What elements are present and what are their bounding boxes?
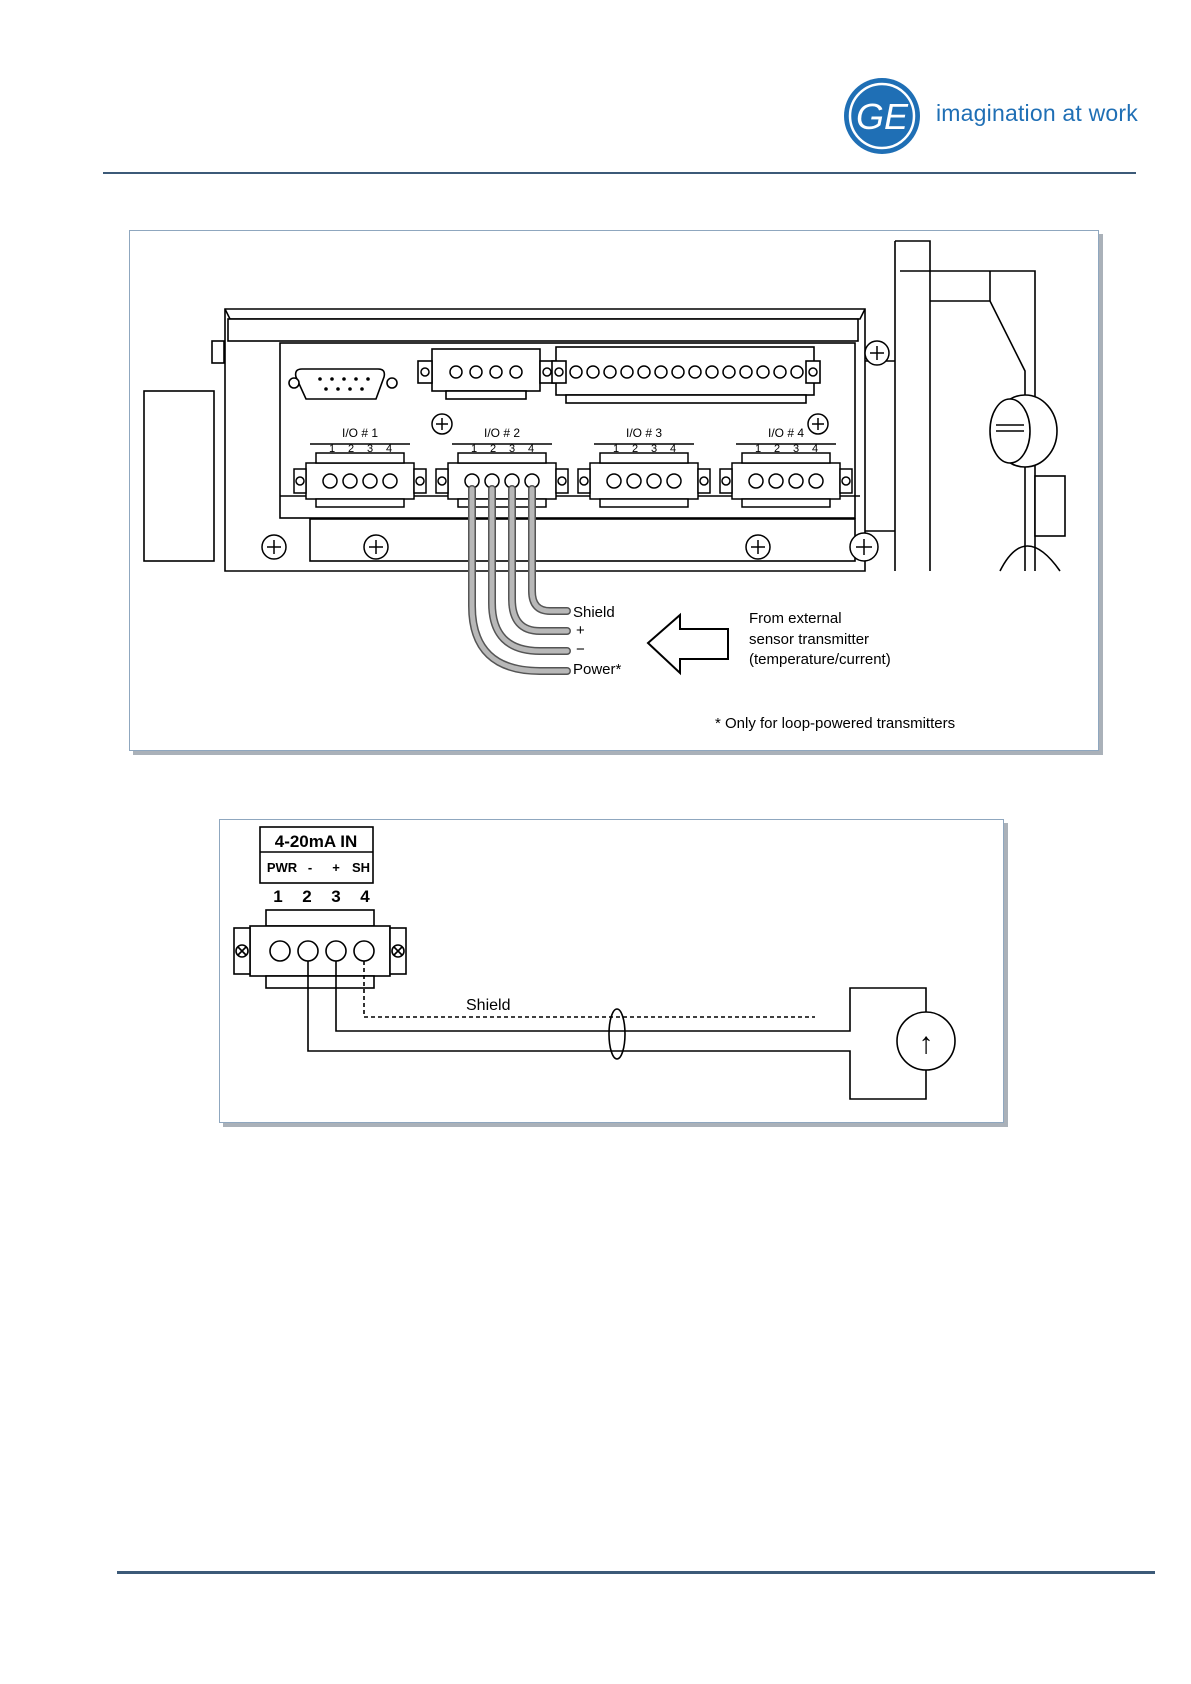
pin-number-3: 3: [331, 887, 340, 906]
connector-title: 4-20mA IN: [275, 832, 358, 851]
pin-function-plus: +: [332, 860, 340, 875]
screw-2: [808, 414, 828, 434]
pin-number-2: 2: [302, 887, 311, 906]
source-line-3: (temperature/current): [749, 651, 891, 668]
screw-4: [364, 535, 388, 559]
io2-pin-4: 4: [528, 443, 534, 455]
pin-function-minus: -: [308, 860, 312, 875]
up-arrow-icon: ↑: [919, 1027, 934, 1060]
io-label-1: I/O # 1: [342, 426, 378, 440]
wire-label-plus: +: [576, 622, 585, 639]
io4-pin-2: 2: [774, 443, 780, 455]
io1-pin-3: 3: [367, 443, 373, 455]
screw-7: [865, 341, 889, 365]
loop-wire-pin2: [308, 961, 926, 1099]
screw-5: [746, 535, 770, 559]
io2-pin-1: 1: [471, 443, 477, 455]
io4-pin-3: 3: [793, 443, 799, 455]
io4-pin-1: 1: [755, 443, 761, 455]
io-label-4: I/O # 4: [768, 426, 804, 440]
left-arrow-icon: [648, 615, 728, 673]
io3-pin-1: 1: [613, 443, 619, 455]
io2-pin-3: 3: [509, 443, 515, 455]
pin-number-1: 1: [273, 887, 282, 906]
ge-monogram: GE: [856, 96, 909, 137]
io2-pin-2: 2: [490, 443, 496, 455]
source-line-1: From external: [749, 610, 842, 627]
loop-wire-pin3: [336, 961, 926, 1031]
wire-label-minus: −: [576, 641, 585, 658]
shield-wire: [364, 961, 815, 1017]
brand-tagline: imagination at work: [936, 100, 1138, 127]
io3-pin-3: 3: [651, 443, 657, 455]
io-label-2: I/O # 2: [484, 426, 520, 440]
screw-1: [432, 414, 452, 434]
header-rule: [103, 172, 1136, 174]
terminal-connector: [234, 910, 406, 988]
io3-pin-2: 2: [632, 443, 638, 455]
current-loop-schematic: 4-20mA IN PWR - + SH 1 2 3 4: [219, 819, 1004, 1123]
io4-pin-4: 4: [812, 443, 818, 455]
wire-label-power: Power*: [573, 661, 622, 678]
io1-pin-4: 4: [386, 443, 392, 455]
pin-function-sh: SH: [352, 860, 370, 875]
wire-label-shield: Shield: [573, 604, 615, 621]
io1-pin-1: 1: [329, 443, 335, 455]
io-wiring-figure: I/O # 1 I/O # 2 I/O # 3 I/O # 4 1 2 3 4 …: [129, 230, 1099, 751]
footnote: * Only for loop-powered transmitters: [715, 715, 955, 732]
pin-function-pwr: PWR: [267, 860, 298, 875]
screw-6: [850, 533, 878, 561]
source-line-2: sensor transmitter: [749, 631, 869, 648]
io1-pin-2: 2: [348, 443, 354, 455]
io-label-3: I/O # 3: [626, 426, 662, 440]
pin-number-4: 4: [360, 887, 370, 906]
footer-rule: [117, 1571, 1155, 1574]
io3-pin-4: 4: [670, 443, 676, 455]
screw-3: [262, 535, 286, 559]
shield-label: Shield: [466, 997, 510, 1014]
